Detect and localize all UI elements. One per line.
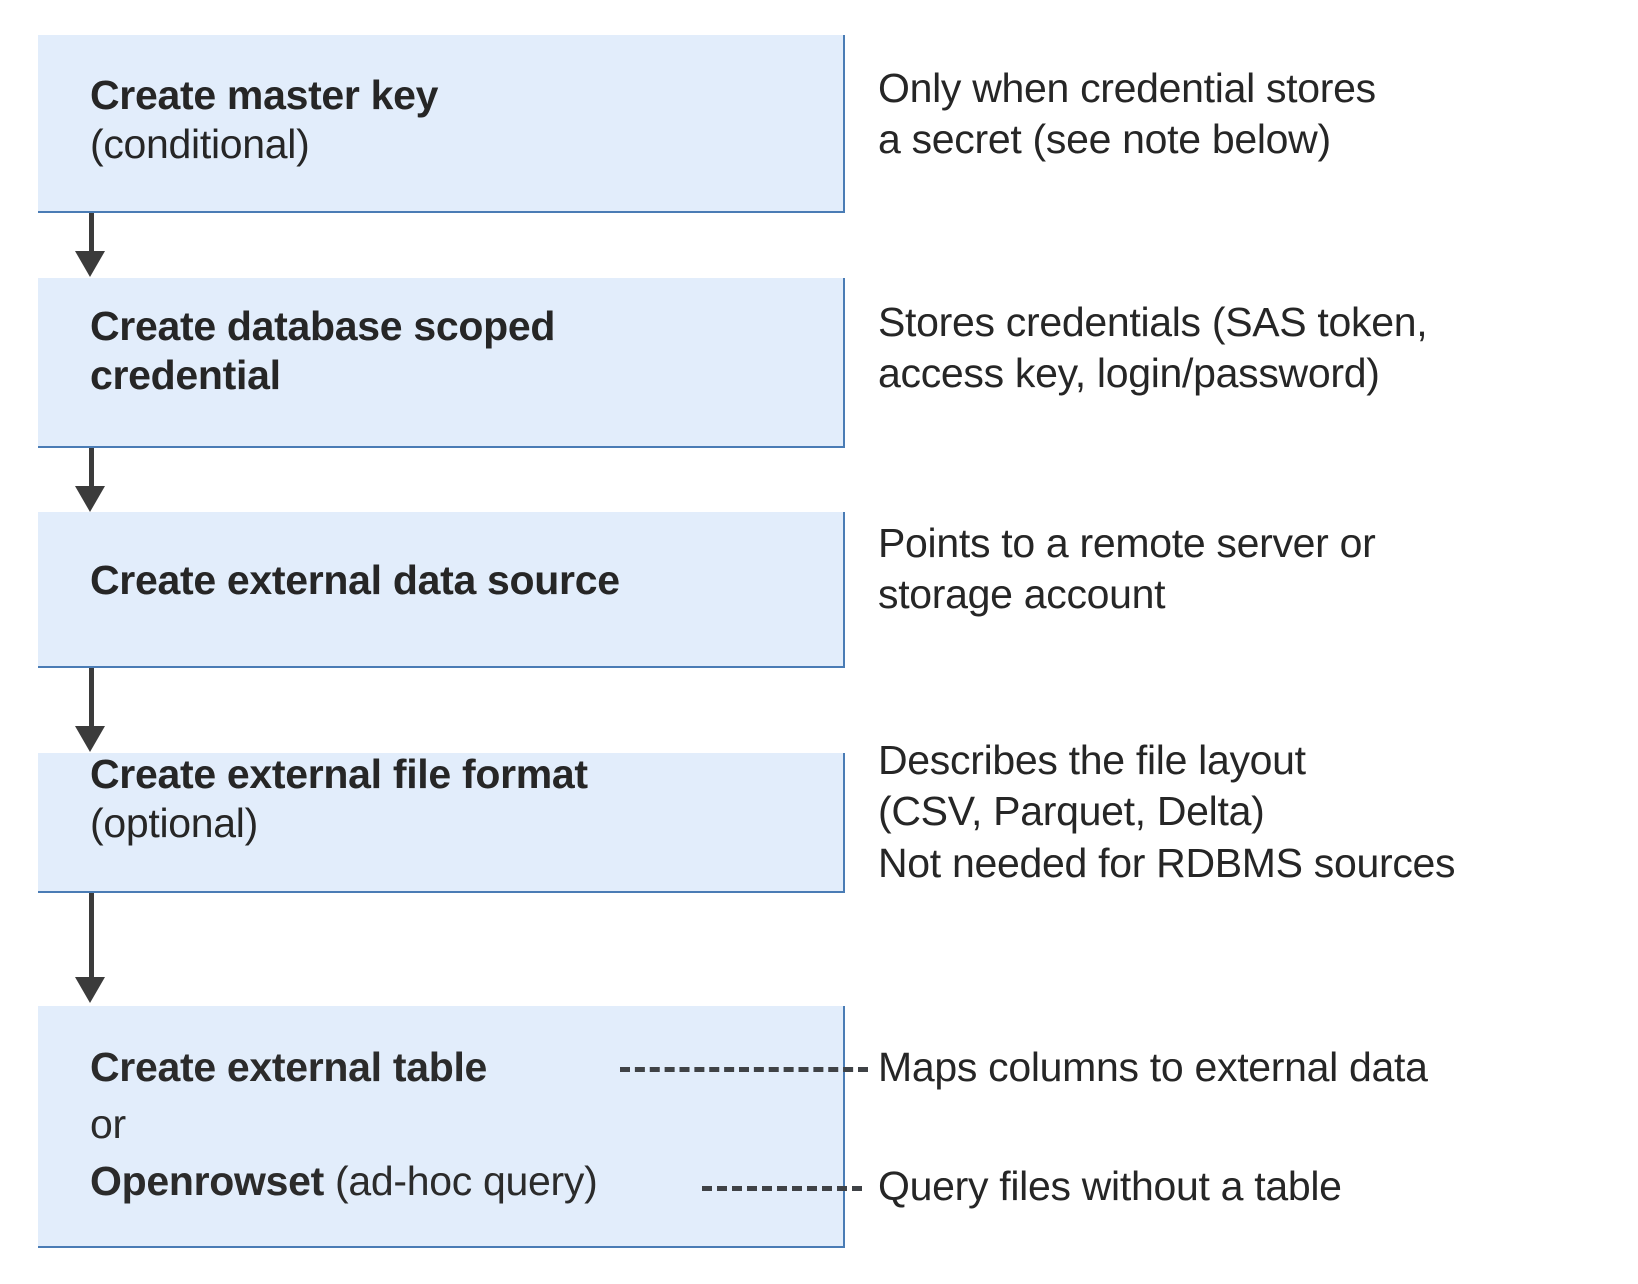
- step-3-note: Points to a remote server or storage acc…: [878, 518, 1376, 621]
- step-1-title: Create master key: [90, 72, 439, 118]
- down-arrow-icon-4: [75, 893, 105, 1006]
- step-4-text: Create external file format (optional): [90, 750, 837, 848]
- step-box-create-external-table-or-openrowset[interactable]: [38, 1006, 845, 1248]
- step-4-note-line-3: Not needed for RDBMS sources: [878, 839, 1456, 886]
- step-2-title: Create database scoped: [90, 303, 556, 349]
- step-box-create-external-file-format[interactable]: Create external file format (optional): [38, 750, 845, 893]
- final-step-note-1: Maps columns to external data: [878, 1042, 1428, 1093]
- final-step-or-label: or: [90, 1101, 126, 1147]
- step-2-note-line-1: Stores credentials (SAS token,: [878, 299, 1428, 345]
- step-1-subtitle: (conditional): [90, 121, 310, 168]
- step-1-note-line-2: a secret (see note below): [878, 116, 1331, 163]
- step-4-note: Describes the file layout (CSV, Parquet,…: [878, 735, 1456, 889]
- final-step-note-2: Query files without a table: [878, 1161, 1342, 1212]
- final-step-line-1: Create external table: [90, 1044, 487, 1091]
- step-2-text: Create database scoped credential: [90, 302, 837, 400]
- dashed-connector-icon-2: [702, 1186, 862, 1191]
- step-4-subtitle: (optional): [90, 800, 258, 847]
- step-1-text: Create master key (conditional): [90, 71, 837, 169]
- final-step-line-2: or: [90, 1101, 126, 1148]
- step-2-subtitle: credential: [90, 352, 281, 399]
- step-4-note-line-1: Describes the file layout: [878, 737, 1306, 783]
- step-box-create-database-scoped-credential[interactable]: Create database scoped credential: [38, 278, 845, 448]
- dashed-connector-icon-1: [620, 1067, 868, 1072]
- step-4-title: Create external file format: [90, 751, 588, 797]
- step-box-create-external-data-source[interactable]: Create external data source: [38, 512, 845, 668]
- step-4-note-line-2: (CSV, Parquet, Delta): [878, 788, 1265, 835]
- down-arrow-icon-2: [75, 448, 105, 512]
- step-3-note-line-2: storage account: [878, 571, 1166, 618]
- final-step-openrowset-qualifier: (ad-hoc query): [323, 1158, 598, 1204]
- down-arrow-icon-3: [75, 668, 105, 753]
- step-box-create-master-key[interactable]: Create master key (conditional): [38, 35, 845, 213]
- down-arrow-icon-1: [75, 213, 105, 277]
- step-2-note: Stores credentials (SAS token, access ke…: [878, 297, 1428, 400]
- step-3-title: Create external data source: [90, 557, 620, 603]
- final-step-note-1-text: Maps columns to external data: [878, 1044, 1428, 1090]
- step-3-note-line-1: Points to a remote server or: [878, 520, 1376, 566]
- step-3-text: Create external data source: [90, 556, 837, 605]
- final-step-openrowset-label: Openrowset: [90, 1158, 324, 1204]
- final-step-note-2-text: Query files without a table: [878, 1163, 1342, 1209]
- step-2-note-line-2: access key, login/password): [878, 350, 1380, 397]
- final-step-create-external-table-label: Create external table: [90, 1044, 488, 1090]
- step-1-note: Only when credential stores a secret (se…: [878, 63, 1376, 166]
- step-1-note-line-1: Only when credential stores: [878, 65, 1376, 111]
- final-step-line-3: Openrowset (ad-hoc query): [90, 1158, 598, 1205]
